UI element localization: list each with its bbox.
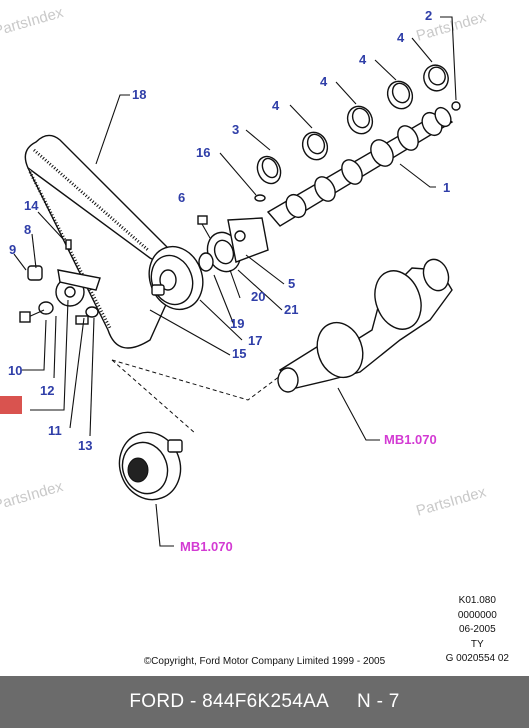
camshaft-cover-plate [227, 217, 269, 263]
footer-bar: FORD - 844F6K254AA N - 7 [0, 676, 529, 728]
footer-separator: - [184, 691, 203, 712]
callout-11: 11 [48, 423, 62, 438]
drawing-serial: 0000000 [457, 609, 497, 621]
camshaft-bearing-shell [346, 105, 374, 135]
drawing-date: 06-2005 [458, 624, 496, 635]
callout-16: 16 [196, 145, 210, 160]
pulley-reference[interactable]: MB1.070 [180, 539, 233, 554]
footer-part-number: 844F6K254AA [202, 691, 330, 712]
callout-14: 14 [24, 198, 39, 213]
camshaft-bearing-shell [256, 155, 282, 185]
callout-13: 13 [78, 438, 92, 453]
callout-17: 17 [248, 333, 262, 348]
callout-15: 15 [232, 346, 246, 361]
watermark: PartsIndex [0, 478, 65, 514]
drawing-info: K01.080 0000000 06-2005 TY G 0020554 02 [446, 594, 509, 667]
camshaft [266, 101, 461, 227]
drawing-id: G 0020554 02 [445, 653, 509, 664]
timing-belt [24, 134, 171, 349]
callout-4: 4 [320, 74, 328, 89]
footer-position: N - 7 [356, 691, 400, 712]
callout-20: 20 [251, 289, 265, 304]
drawing-type: TY [470, 638, 484, 650]
camshaft-bearing-shell [386, 80, 414, 110]
parts-diagram: PartsIndex PartsIndex PartsIndex PartsIn… [0, 4, 488, 554]
belt-tensioner [19, 239, 101, 325]
callout-4: 4 [359, 52, 367, 67]
callout-2: 2 [425, 8, 432, 23]
leader-lines [13, 16, 457, 547]
camshaft-sprocket [148, 245, 204, 311]
callout-12: 12 [40, 383, 54, 398]
camshaft-bearing-shell [423, 64, 449, 92]
callout-4: 4 [397, 30, 405, 45]
copyright-notice: ©Copyright, Ford Motor Company Limited 1… [143, 656, 386, 667]
crankshaft [277, 258, 453, 393]
drawing-code: K01.080 [458, 595, 496, 606]
crankshaft-reference[interactable]: MB1.070 [384, 432, 437, 447]
callout-6: 6 [178, 190, 185, 205]
camshaft-bearing-shell [301, 131, 329, 161]
position-marker [0, 396, 22, 414]
crankshaft-pulley [118, 431, 183, 501]
callout-19: 19 [230, 316, 244, 331]
footer-brand: FORD [129, 691, 185, 712]
callout-18: 18 [132, 87, 146, 102]
callout-9: 9 [9, 242, 16, 257]
callout-8: 8 [24, 222, 31, 237]
callout-21: 21 [284, 302, 298, 317]
callout-3: 3 [232, 122, 239, 137]
woodruff-key [254, 194, 266, 202]
watermark: PartsIndex [0, 4, 66, 40]
callout-4: 4 [272, 98, 280, 113]
callout-5: 5 [288, 276, 295, 291]
callout-1: 1 [443, 180, 450, 195]
watermark: PartsIndex [414, 483, 488, 519]
footer-spacer [329, 691, 357, 713]
callout-10: 10 [8, 363, 22, 378]
bolt [197, 215, 211, 239]
